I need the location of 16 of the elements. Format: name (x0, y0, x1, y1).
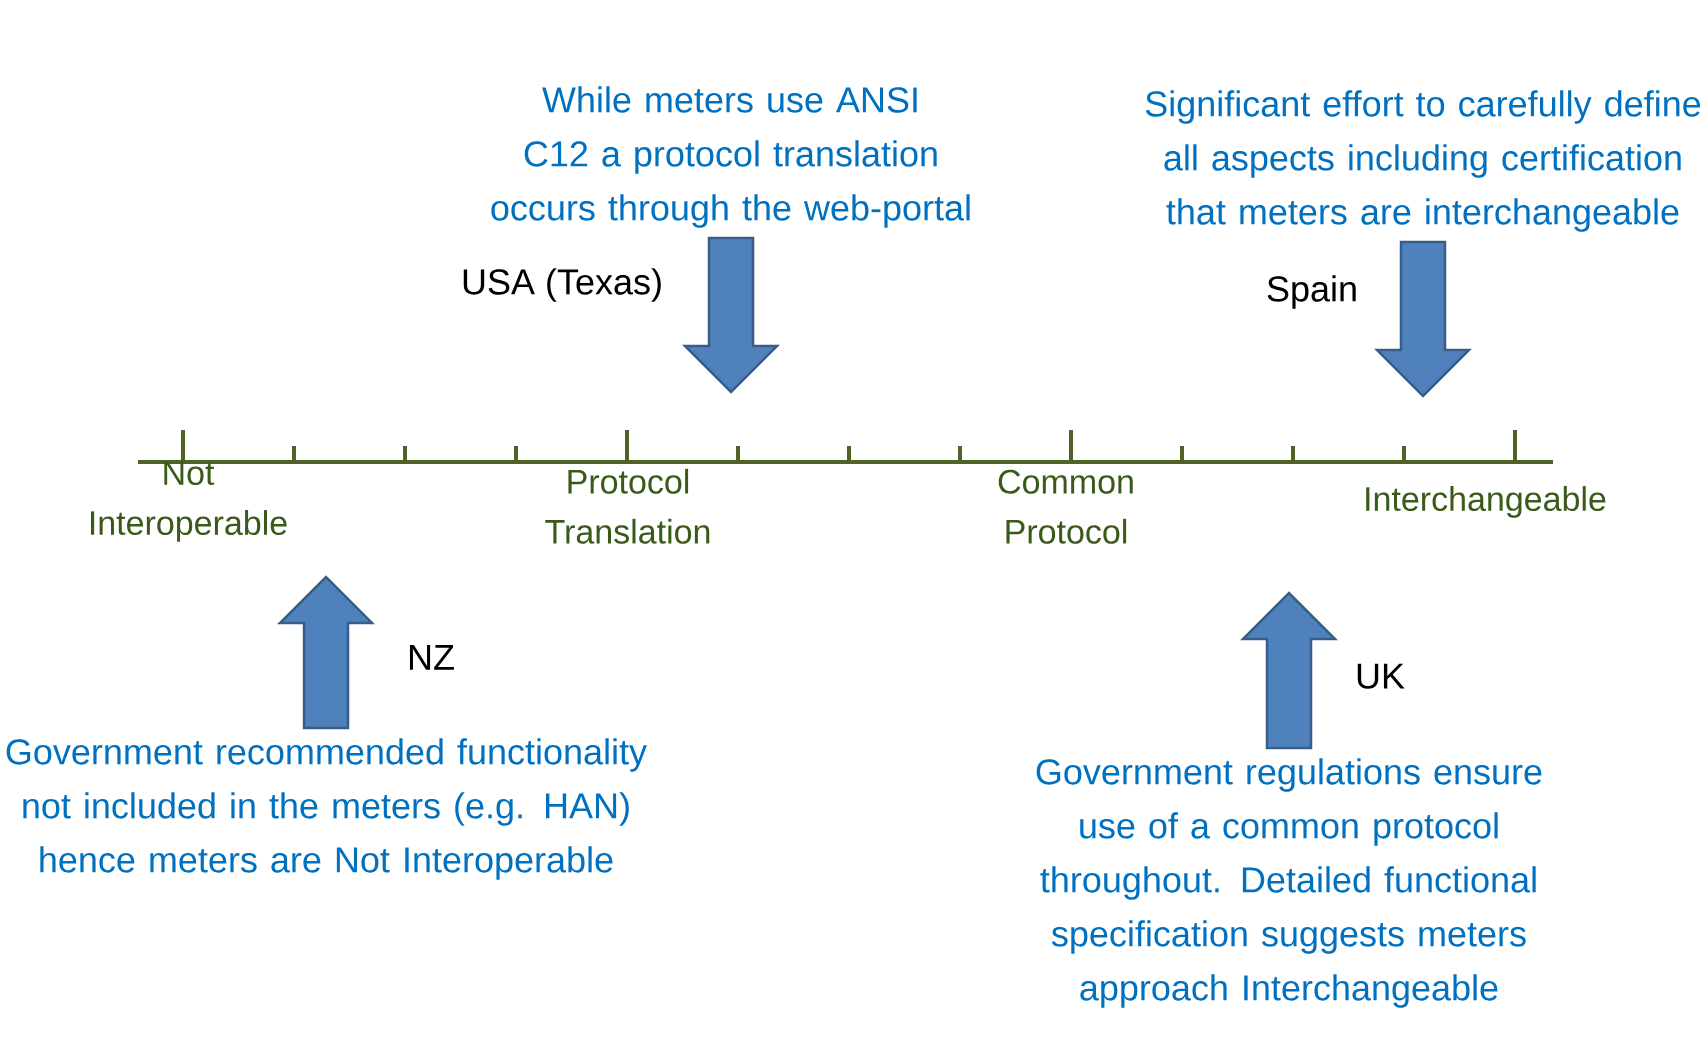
block-arrow (1374, 240, 1473, 398)
description-text: While meters use ANSI C12 a protocol translation occurs through the web-portal (491, 86, 970, 228)
description-text: Government regulations ensure use of a common protocol throughout. Detailed functional specification suggests meters approach Interchangeable (1036, 758, 1542, 1008)
country-label: UK (1357, 663, 1405, 689)
description-text: Government recommended functionality not included in the meters (e.g. HAN) hence meters are Not Interoperable (6, 738, 647, 880)
country-label: USA (Texas) (463, 268, 661, 302)
country-label: Spain (1267, 275, 1356, 309)
scale-label: Interchangeable (1366, 486, 1606, 518)
scale-label: Common Protocol (998, 469, 1133, 544)
country-label: NZ (409, 645, 454, 670)
scale-label: Not Interoperable (90, 461, 287, 542)
block-arrow (277, 575, 376, 730)
block-arrow (682, 236, 781, 394)
scale-label: Protocol Translation (545, 468, 710, 544)
block-arrow (1240, 591, 1339, 750)
description-text: Significant effort to carefully define all aspects including certification that meters are interchangeable (1145, 90, 1701, 232)
